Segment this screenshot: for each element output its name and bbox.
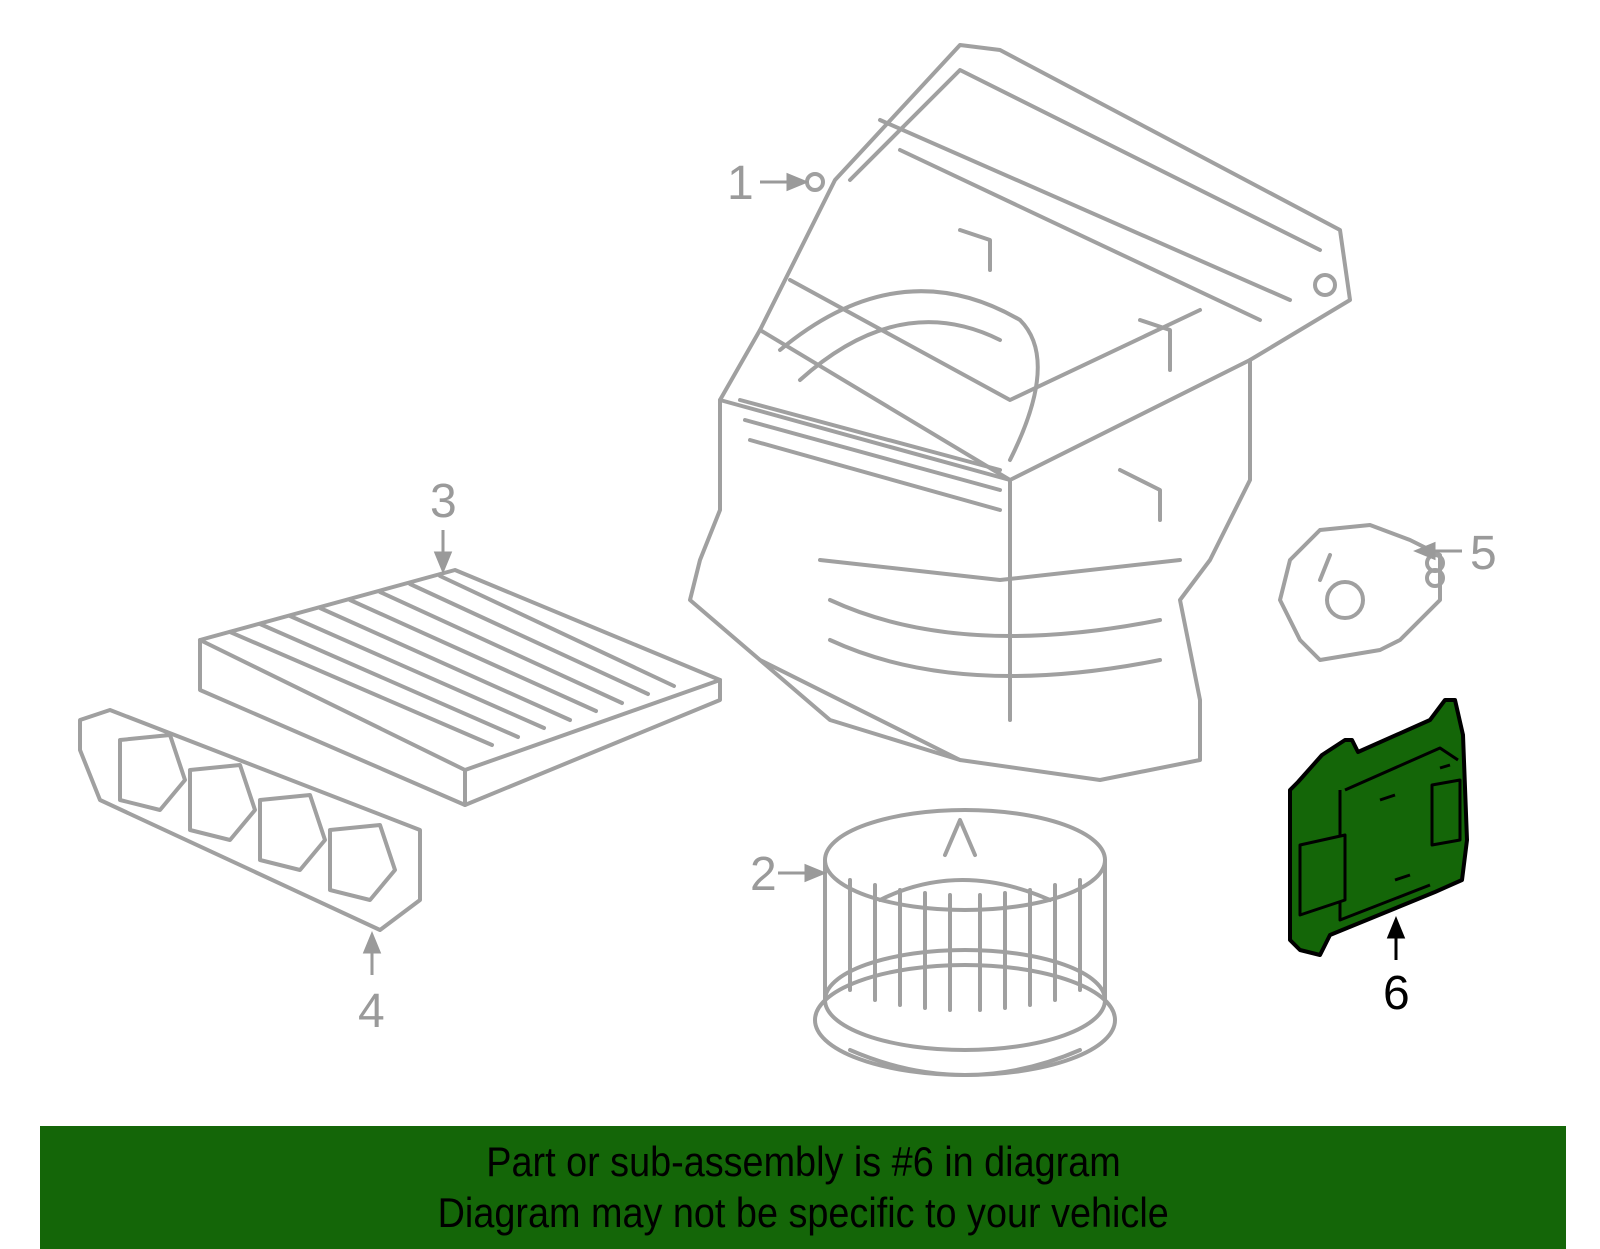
blower-fan-drawing xyxy=(813,808,1117,1077)
filter-cover-drawing xyxy=(78,708,422,932)
leader-arrow-6 xyxy=(1386,916,1406,960)
control-module-drawing xyxy=(1288,698,1469,957)
parts-diagram: 1 2 3 4 5 6 xyxy=(78,43,1497,1077)
banner-line-disclaimer: Diagram may not be specific to your vehi… xyxy=(437,1188,1169,1236)
info-banner: Part or sub-assembly is #6 in diagram Di… xyxy=(40,1126,1566,1249)
leader-arrows xyxy=(362,172,1462,975)
filter-drawing xyxy=(198,568,722,807)
callout-2[interactable]: 2 xyxy=(750,848,777,901)
callout-4[interactable]: 4 xyxy=(358,985,385,1038)
banner-line-part: Part or sub-assembly is #6 in diagram xyxy=(485,1138,1121,1186)
actuator-drawing xyxy=(1278,523,1445,662)
diagram-drawing xyxy=(78,43,1469,1077)
callout-1[interactable]: 1 xyxy=(727,157,754,210)
callout-5[interactable]: 5 xyxy=(1470,527,1497,580)
heater-case-drawing xyxy=(688,43,1352,782)
callout-6[interactable]: 6 xyxy=(1383,967,1410,1020)
callout-3[interactable]: 3 xyxy=(430,475,457,528)
